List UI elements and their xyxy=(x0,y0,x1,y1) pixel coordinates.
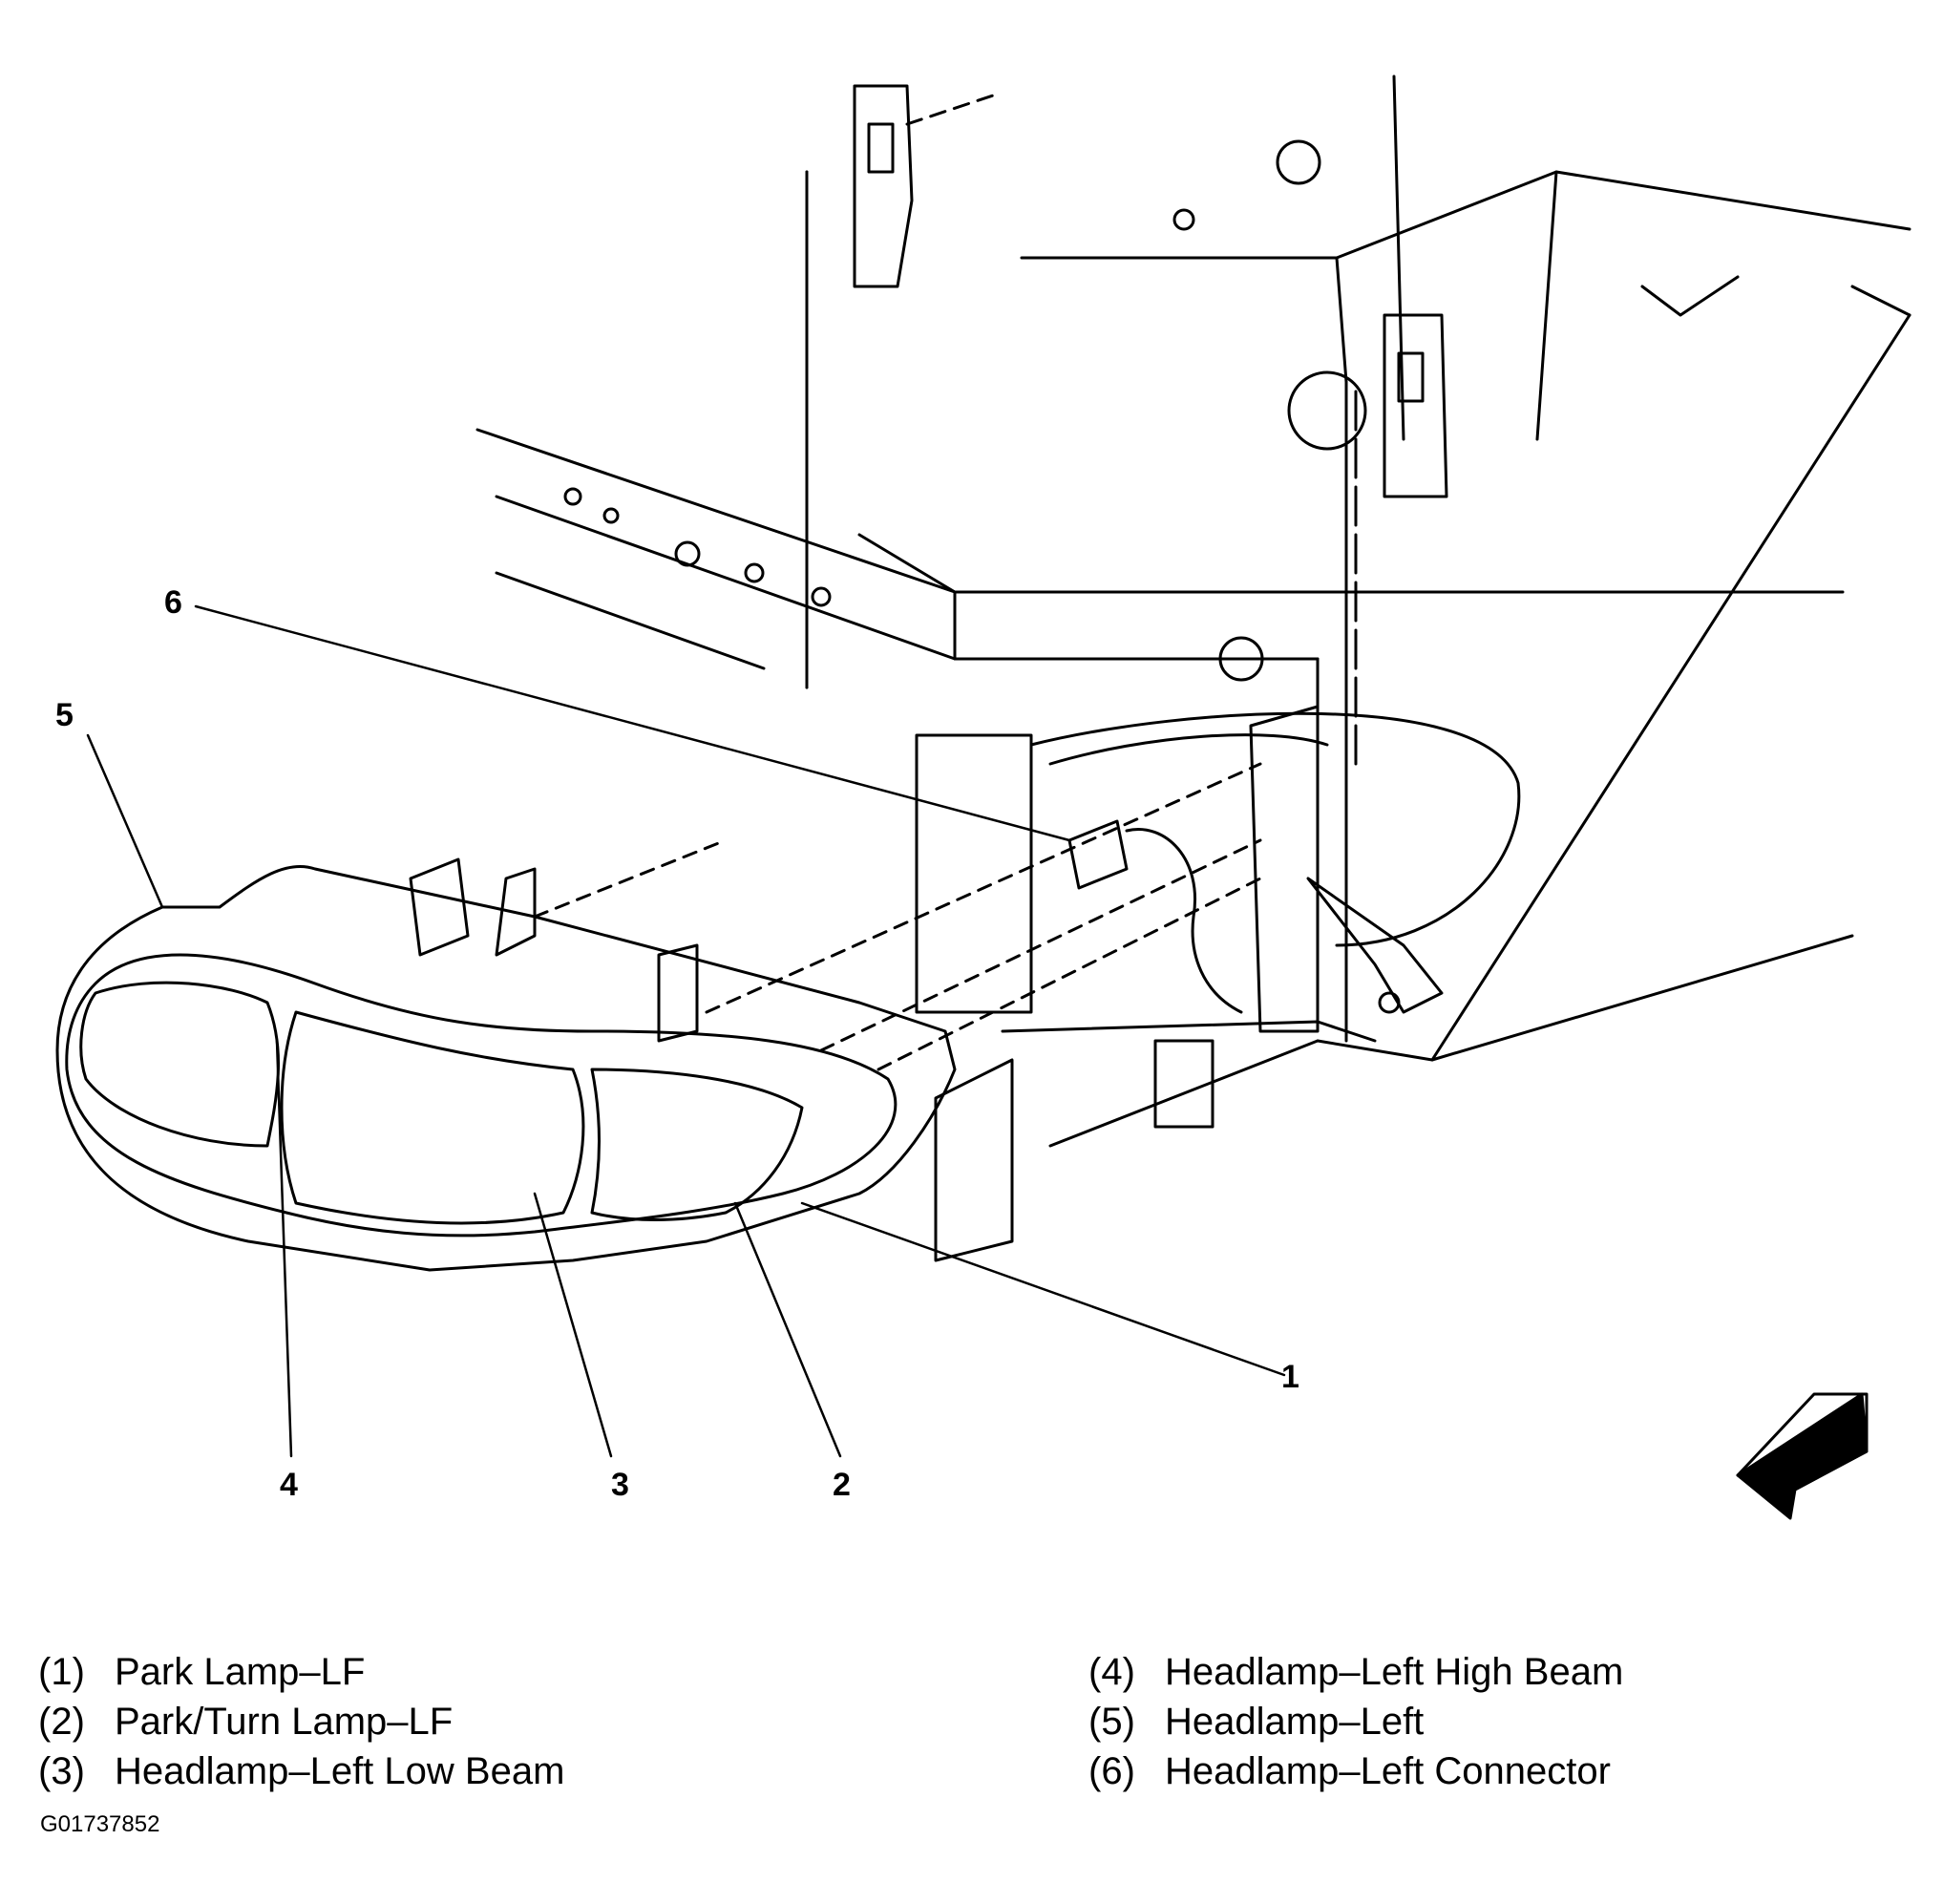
exploded-view-drawing: 6 5 1 2 3 4 xyxy=(55,74,1911,1520)
legend-label: Park Lamp–LF xyxy=(115,1651,366,1693)
legend-item: (2) Park/Turn Lamp–LF xyxy=(38,1697,564,1746)
front-direction-arrow xyxy=(1736,1392,1869,1520)
callout-leaders xyxy=(86,604,1286,1458)
figure-id: G01737852 xyxy=(40,1811,160,1837)
legend-item: (3) Headlamp–Left Low Beam xyxy=(38,1746,564,1796)
radiator-support-structure xyxy=(475,74,1911,1148)
callout-3: 3 xyxy=(611,1467,629,1503)
callout-6: 6 xyxy=(164,584,182,621)
legend-column-left: (1) Park Lamp–LF (2) Park/Turn Lamp–LF (3)… xyxy=(38,1647,564,1796)
legend-label: Headlamp–Left High Beam xyxy=(1165,1651,1624,1693)
legend-label: Headlamp–Left Low Beam xyxy=(115,1750,565,1792)
callout-4: 4 xyxy=(280,1467,298,1503)
legend: (1) Park Lamp–LF (2) Park/Turn Lamp–LF (3)… xyxy=(38,1647,1910,1792)
legend-item: (6) Headlamp–Left Connector xyxy=(1088,1746,1623,1796)
callout-2: 2 xyxy=(833,1467,851,1503)
legend-item: (1) Park Lamp–LF xyxy=(38,1647,564,1697)
legend-label: Headlamp–Left xyxy=(1165,1701,1425,1743)
leader-3 xyxy=(533,1192,613,1458)
legend-number: (6) xyxy=(1088,1750,1135,1792)
legend-number: (4) xyxy=(1088,1651,1135,1693)
legend-column-right: (4) Headlamp–Left High Beam (5) Headlamp–L… xyxy=(1088,1647,1623,1796)
leader-5 xyxy=(86,733,164,909)
callout-5: 5 xyxy=(55,697,74,733)
callout-1: 1 xyxy=(1281,1359,1299,1395)
legend-number: (2) xyxy=(38,1701,85,1743)
leader-2 xyxy=(733,1201,842,1458)
legend-item: (4) Headlamp–Left High Beam xyxy=(1088,1647,1623,1697)
legend-number: (5) xyxy=(1088,1701,1135,1743)
headlamp-assembly xyxy=(55,762,1262,1272)
leader-6 xyxy=(194,604,1071,842)
legend-item: (5) Headlamp–Left xyxy=(1088,1697,1623,1746)
legend-number: (3) xyxy=(38,1750,85,1792)
legend-label: Park/Turn Lamp–LF xyxy=(115,1701,454,1743)
legend-number: (1) xyxy=(38,1651,85,1693)
leader-4 xyxy=(275,1039,293,1458)
leader-1 xyxy=(800,1201,1286,1377)
legend-label: Headlamp–Left Connector xyxy=(1165,1750,1611,1792)
